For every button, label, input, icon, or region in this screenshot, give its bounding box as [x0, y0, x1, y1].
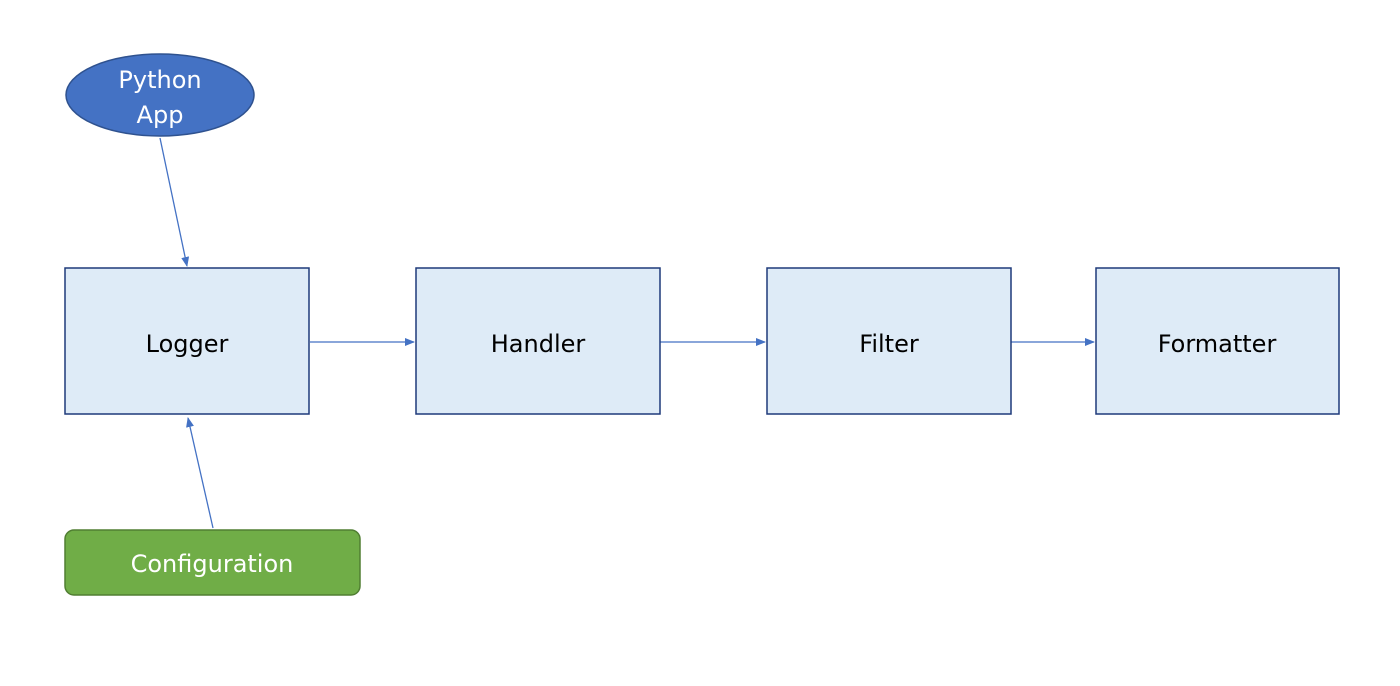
handler-label: Handler: [491, 330, 586, 358]
configuration-box: [64, 529, 361, 596]
formatter-box: [1095, 267, 1340, 415]
filter-node: Filter: [766, 267, 1012, 415]
formatter-node: Formatter: [1095, 267, 1340, 415]
handler-node: Handler: [415, 267, 661, 415]
edge-configuration-to-logger: [186, 417, 214, 529]
configuration-node: Configuration: [64, 529, 361, 596]
logger-box: [64, 267, 310, 415]
python-app-node: Python App: [65, 53, 255, 137]
formatter-label: Formatter: [1158, 330, 1277, 358]
logger-node: Logger: [64, 267, 310, 415]
python-app-label-line-2: App: [137, 101, 184, 129]
handler-box: [415, 267, 661, 415]
logger-label: Logger: [146, 330, 229, 358]
filter-label: Filter: [859, 330, 919, 358]
filter-box: [766, 267, 1012, 415]
python-app-shape: [65, 53, 255, 137]
edge-python-app-to-logger: [159, 137, 190, 267]
configuration-label: Configuration: [131, 550, 294, 578]
python-app-label-line-1: Python: [118, 66, 201, 94]
